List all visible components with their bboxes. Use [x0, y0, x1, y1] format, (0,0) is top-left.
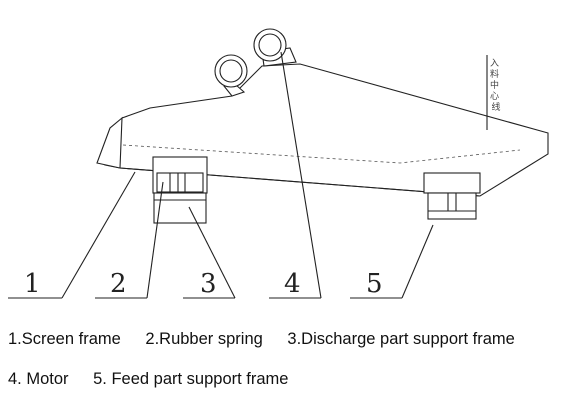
legend-rubber-spring: 2.Rubber spring [145, 330, 263, 348]
feed-support-frame [423, 172, 481, 220]
legend-discharge-support: 3.Discharge part support frame [287, 330, 515, 348]
rubber-spring-discharge [152, 156, 208, 194]
callout-1-label: 1 [24, 269, 41, 299]
callout-5-label: 5 [366, 269, 383, 299]
callout-2-label: 2 [110, 269, 127, 299]
callout-4-label: 4 [284, 269, 301, 299]
legend-line-2: 4. Motor 5. Feed part support frame [8, 370, 308, 389]
callout-2: 2 [95, 181, 164, 299]
discharge-support-frame [153, 192, 207, 224]
legend-motor: 4. Motor [8, 370, 69, 388]
motor-front [253, 28, 297, 67]
feed-centerline-label: 入 料 中 心 线 [490, 58, 502, 113]
legend-feed-support: 5. Feed part support frame [93, 370, 289, 388]
motor-rear [214, 54, 248, 97]
callout-3: 3 [183, 206, 236, 299]
callout-4: 4 [269, 51, 322, 299]
callout-5: 5 [350, 224, 434, 299]
screen-machine-diagram: 入 料 中 心 线 1 [8, 28, 549, 299]
callout-3-label: 3 [200, 269, 217, 299]
callout-1: 1 [8, 171, 136, 299]
legend-line-1: 1.Screen frame 2.Rubber spring 3.Dischar… [8, 330, 515, 349]
legend-screen-frame: 1.Screen frame [8, 330, 121, 348]
feed-centerline: 入 料 中 心 线 [486, 55, 502, 130]
